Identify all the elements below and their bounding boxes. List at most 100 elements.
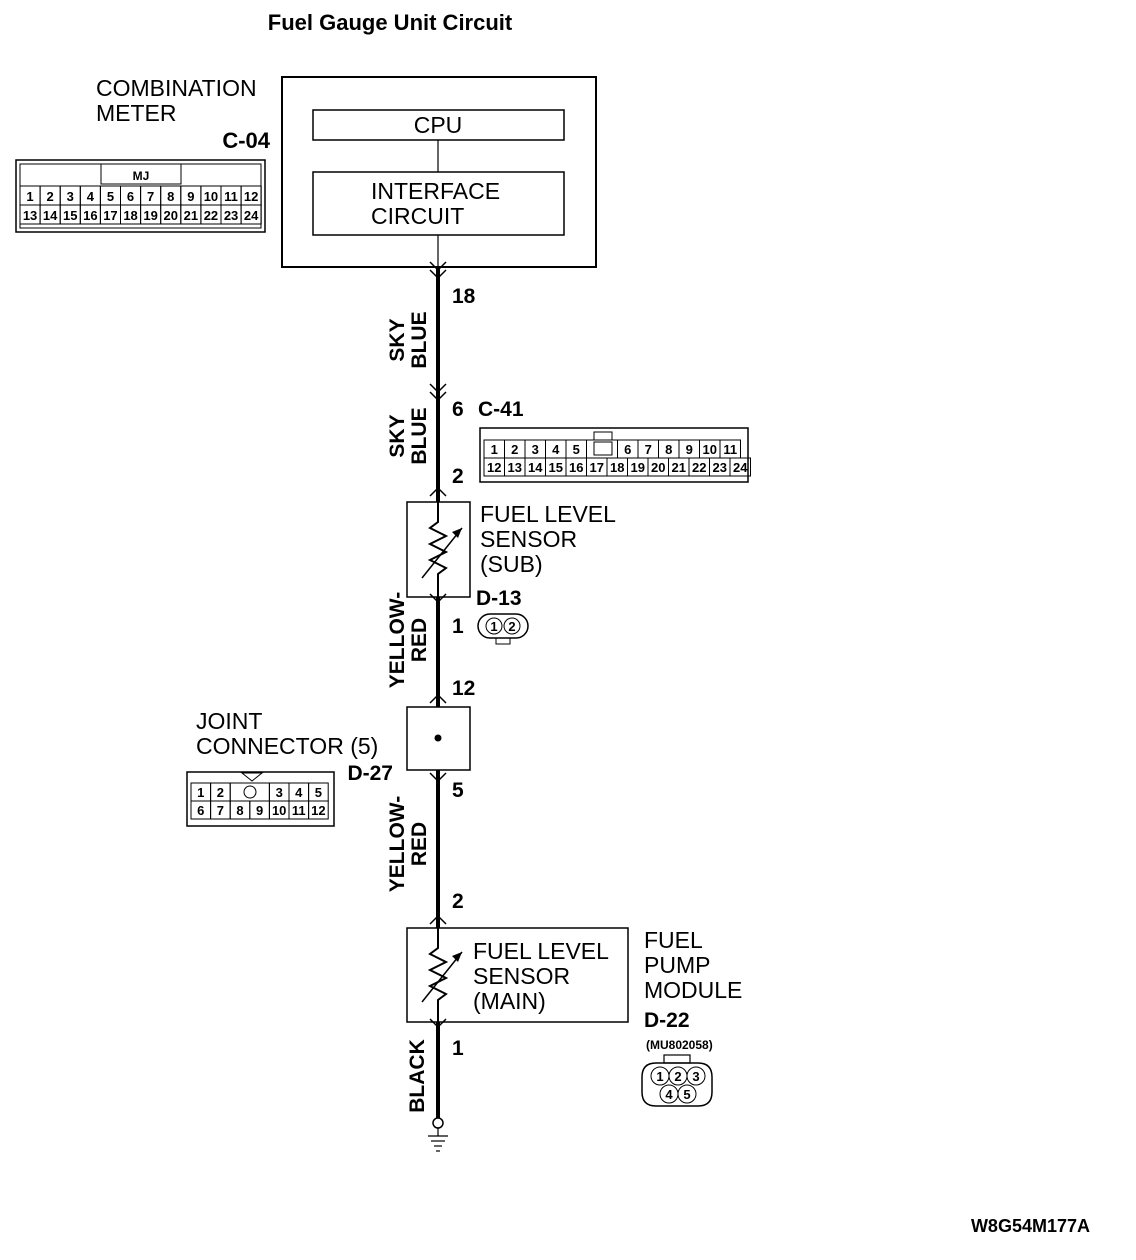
connector-c41-pin-label: 13 — [508, 460, 522, 475]
fuel-level-sensor-sub: FUEL LEVEL SENSOR (SUB) D-13 1 2 — [406, 501, 616, 645]
sensor-sub-label-line3: (SUB) — [480, 551, 543, 577]
wire-color-line1: SKY — [386, 318, 409, 361]
connector-d22-pin-label: 3 — [692, 1069, 699, 1084]
diagram-title: Fuel Gauge Unit Circuit — [268, 10, 513, 35]
wire-color-joint-main: YELLOW- RED — [386, 796, 431, 892]
connector-d22-pin-label: 1 — [656, 1069, 663, 1084]
pin-c41-out: 2 — [452, 465, 464, 488]
connector-d22-pin-label: 5 — [683, 1087, 690, 1102]
connector-d13-pin — [485, 617, 503, 635]
pin-joint-out: 5 — [452, 779, 464, 802]
pin-main-in: 2 — [452, 890, 464, 913]
connector-c04-pin-label: 21 — [184, 208, 198, 223]
fuel-pump-module-label-line2: PUMP — [644, 952, 710, 978]
connector-c04-pin-label: 24 — [244, 208, 259, 223]
connector-chevron — [429, 772, 447, 783]
connector-c04-cavity — [240, 204, 262, 225]
combination-meter-label-line2: METER — [96, 100, 177, 126]
connector-c41-pin-label: 20 — [651, 460, 665, 475]
connector-c04-pin-label: 14 — [43, 208, 58, 223]
connector-c41-pin-label: 9 — [686, 442, 693, 457]
arrow-head-icon — [452, 952, 462, 962]
connector-d13-latch — [495, 637, 511, 645]
combination-meter-label-line1: COMBINATION — [96, 75, 257, 101]
connector-c04-pin-label: 1 — [26, 189, 33, 204]
connector-c41-latch — [593, 431, 613, 441]
resistor-arrow-icon — [421, 527, 463, 579]
connector-c04-tag: MJ — [133, 169, 150, 183]
wire-color-line2: BLUE — [408, 407, 431, 464]
connector-d27-pin-label: 5 — [315, 785, 322, 800]
connector-c41-pin-label: 11 — [723, 442, 737, 457]
connector-c04-pin-label: 5 — [107, 189, 114, 204]
wire-color-line1: YELLOW- — [386, 796, 409, 892]
sensor-main-box — [406, 927, 629, 1023]
joint-node-icon — [434, 734, 442, 742]
wire-color-c41-sub: SKY BLUE — [386, 407, 431, 464]
connector-c04-pin-label: 8 — [167, 189, 174, 204]
connector-c41-pin-label: 6 — [624, 442, 631, 457]
connector-c41-id: C-41 — [478, 398, 524, 421]
ground-symbol — [428, 1117, 448, 1152]
connector-d22-part-number: (MU802058) — [646, 1038, 713, 1052]
connector-c04-pin-label: 13 — [23, 208, 37, 223]
connector-c41-pin-label: 10 — [703, 442, 717, 457]
connector-d27-pin-label: 6 — [197, 803, 204, 818]
pin-joint-in: 12 — [452, 677, 475, 700]
wire-color-main-ground: BLACK — [406, 1039, 429, 1113]
connector-d13-outline — [477, 613, 529, 639]
connector-c41-pin-label: 3 — [532, 442, 539, 457]
connector-c41-pin-label: 21 — [672, 460, 686, 475]
connector-c04-pin-label: 16 — [83, 208, 97, 223]
resistor-arrow-icon — [421, 951, 463, 1003]
connector-c04-pin-label: 10 — [204, 189, 218, 204]
connector-c04-pin-label: 11 — [224, 189, 238, 204]
fuel-pump-module-label-line1: FUEL — [644, 927, 703, 953]
connector-c04-pin-label: 9 — [187, 189, 194, 204]
variable-resistor-icon — [427, 928, 449, 1022]
arrow-head-icon — [452, 528, 462, 538]
connector-d27-pin-label: 11 — [292, 803, 306, 818]
connector-c04-latch — [100, 163, 182, 185]
wire-color-line2: RED — [408, 822, 431, 866]
fuel-pump-module-label-line3: MODULE — [644, 977, 742, 1003]
connector-c41-pin-label: 15 — [549, 460, 563, 475]
wire-color-line1: YELLOW- — [386, 592, 409, 688]
wire-color-sub-joint: YELLOW- RED — [386, 592, 431, 688]
connector-c41-pin-label: 12 — [487, 460, 501, 475]
connector-c41-pin-label: 1 — [491, 442, 498, 457]
connector-chevron — [429, 486, 447, 497]
connector-chevron — [429, 269, 447, 280]
connector-c04-pin-label: 20 — [164, 208, 178, 223]
connector-d13-pin — [503, 617, 521, 635]
variable-resistor-icon — [427, 502, 449, 597]
sensor-main-label-line2: SENSOR — [473, 963, 570, 989]
connector-c04-pin-label: 7 — [147, 189, 154, 204]
harness: 18 6 2 1 12 5 2 1 SKY BLUE SKY BLUE YELL… — [386, 261, 476, 1118]
connector-d27-latch — [240, 772, 264, 782]
connector-c41-pin-label: 2 — [511, 442, 518, 457]
connector-c04-pin-label: 19 — [143, 208, 157, 223]
connector-c41-pin-label: 24 — [733, 460, 748, 475]
connector-d13-pin-label: 1 — [490, 619, 497, 634]
connector-d27-outline — [186, 771, 335, 827]
connector-c04-pin-label: 15 — [63, 208, 77, 223]
connector-d22-pin — [686, 1066, 706, 1086]
connector-c41-pin-label: 4 — [552, 442, 560, 457]
connector-c04-pin-label: 12 — [244, 189, 258, 204]
connector-d27-pin-label: 12 — [311, 803, 325, 818]
pin-meter-out: 18 — [452, 285, 476, 308]
connector-d22-pin — [677, 1084, 697, 1104]
interface-circuit-label-line2: CIRCUIT — [371, 203, 464, 229]
connector-c41-pin-label: 18 — [610, 460, 624, 475]
connector-c41-blank-cavity — [593, 441, 613, 456]
wire-color-line2: BLUE — [408, 311, 431, 368]
wire-color-line2: RED — [408, 618, 431, 662]
connector-d13-pin-label: 2 — [508, 619, 515, 634]
connector-d13-id: D-13 — [476, 587, 522, 610]
